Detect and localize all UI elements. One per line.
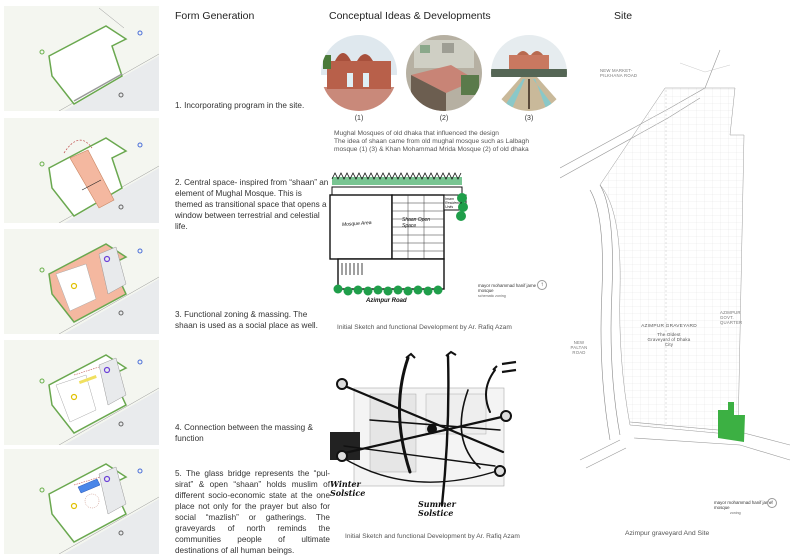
form-diagram-3 xyxy=(4,229,159,334)
form-diagram-5 xyxy=(4,449,159,554)
north-arrow-icon: ↑ xyxy=(537,280,547,290)
form-diagram-2 xyxy=(4,118,159,223)
sketch2-caption: Initial Sketch and functional Developmen… xyxy=(345,533,520,540)
sketch1-stamp-sub: schematic zoning xyxy=(478,294,506,298)
label-govt-quarter: AZIMPUR GOVT. QUARTER xyxy=(720,310,743,325)
mosque-photo-2 xyxy=(406,35,482,111)
form-diagram-1 xyxy=(4,6,159,111)
sketch2-note-winter: Winter Solstice xyxy=(330,479,366,498)
mosque-photo-1-label: (1) xyxy=(354,115,364,122)
mosque-caption-line-3: mosque (1) (3) & Khan Mohammad Mrida Mos… xyxy=(334,146,529,153)
site-stamp-sub: zoning xyxy=(730,511,741,515)
mosque-photo-2-label: (2) xyxy=(439,115,449,122)
solstice-sketch-2: Winter Solstice Summer Solstice xyxy=(330,350,520,530)
sketch2-note-summer: Summer Solstice xyxy=(418,499,456,518)
form-generation-heading: Form Generation xyxy=(175,10,255,22)
form-step-3: 3. Functional zoning & massing. The shaa… xyxy=(175,310,318,330)
site-caption: Azimpur graveyard And Site xyxy=(625,530,710,537)
mosque-photo-3 xyxy=(491,35,567,111)
form-step-5: 5. The glass bridge represents the “pul-… xyxy=(175,469,330,555)
mosque-photo-3-label: (3) xyxy=(524,115,534,122)
sketch1-caption: Initial Sketch and functional Developmen… xyxy=(337,324,512,331)
sketch1-note-shaan: Shaan Open Space xyxy=(402,217,431,229)
mosque-caption: Mughal Mosques of old dhaka that influen… xyxy=(334,130,529,154)
label-graveyard: AZIMPUR GRAVEYARD xyxy=(641,324,697,329)
mosque-photo-1 xyxy=(321,35,397,111)
conceptual-heading: Conceptual Ideas & Developments xyxy=(329,10,491,22)
site-stamp-title: mayor mohammad hanif jame mosque xyxy=(714,500,773,510)
form-diagram-4 xyxy=(4,340,159,445)
sketch1-stamp-title: mayor mohammad hanif jame mosque xyxy=(478,283,537,293)
sketch1-note-road: Azimpur Road xyxy=(366,298,407,304)
mosque-caption-line-2: The idea of shaan came from old mughal m… xyxy=(334,138,529,145)
form-step-1: 1. Incorporating program in the site. xyxy=(175,101,305,110)
sketch1-note-imam: Imam Residence Units xyxy=(445,197,462,209)
site-heading: Site xyxy=(614,10,633,22)
schematic-sketch-1: Mosque Area Shaan Open Space Imam Reside… xyxy=(328,165,468,310)
form-step-2: 2. Central space- inspired from “shaan” … xyxy=(175,178,329,231)
sketch1-stamp: mayor mohammad hanif jame mosque schemat… xyxy=(478,283,538,299)
site-stamp: mayor mohammad hanif jame mosque zoning xyxy=(714,500,774,516)
mosque-caption-line-1: Mughal Mosques of old dhaka that influen… xyxy=(334,130,499,137)
label-north-road: NEW MARKET-PILKHANA ROAD xyxy=(600,68,638,78)
form-step-4: 4. Connection between the massing & func… xyxy=(175,423,313,443)
label-west-road: NEW PALTAN ROAD xyxy=(570,340,588,355)
site-map: NEW MARKET-PILKHANA ROAD AZIMPUR GRAVEYA… xyxy=(559,40,800,480)
label-graveyard-sub: The Oldest Graveyard of Dhaka City xyxy=(647,332,691,347)
site-north-arrow-icon: ↑ xyxy=(767,498,777,508)
